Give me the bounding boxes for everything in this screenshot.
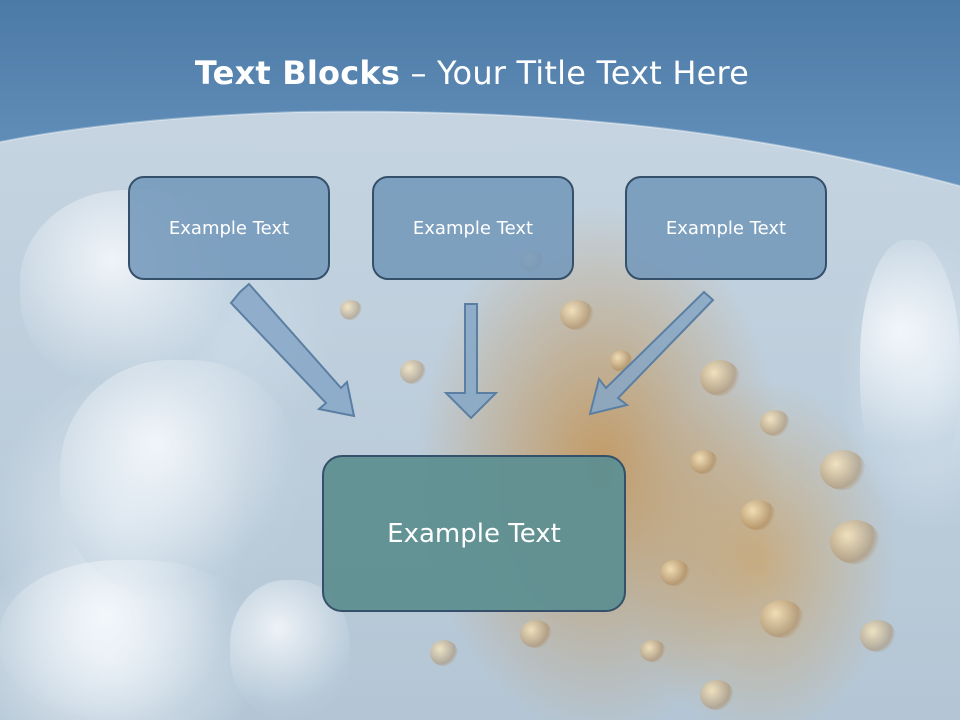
slide-title-rest: – Your Title Text Here	[400, 54, 750, 92]
text-block-result[interactable]: Example Text	[322, 455, 626, 612]
text-block-result-label: Example Text	[387, 518, 561, 549]
slide-title-bold: Text Blocks	[194, 54, 401, 92]
text-block-3[interactable]: Example Text	[625, 176, 827, 280]
text-block-2[interactable]: Example Text	[372, 176, 574, 280]
text-block-3-label: Example Text	[665, 217, 787, 239]
text-block-2-label: Example Text	[412, 217, 534, 239]
text-block-1-label: Example Text	[168, 217, 290, 239]
header-band	[0, 0, 960, 187]
text-block-1[interactable]: Example Text	[128, 176, 330, 280]
slide-title: Text Blocks – Your Title Text Here	[0, 54, 944, 92]
